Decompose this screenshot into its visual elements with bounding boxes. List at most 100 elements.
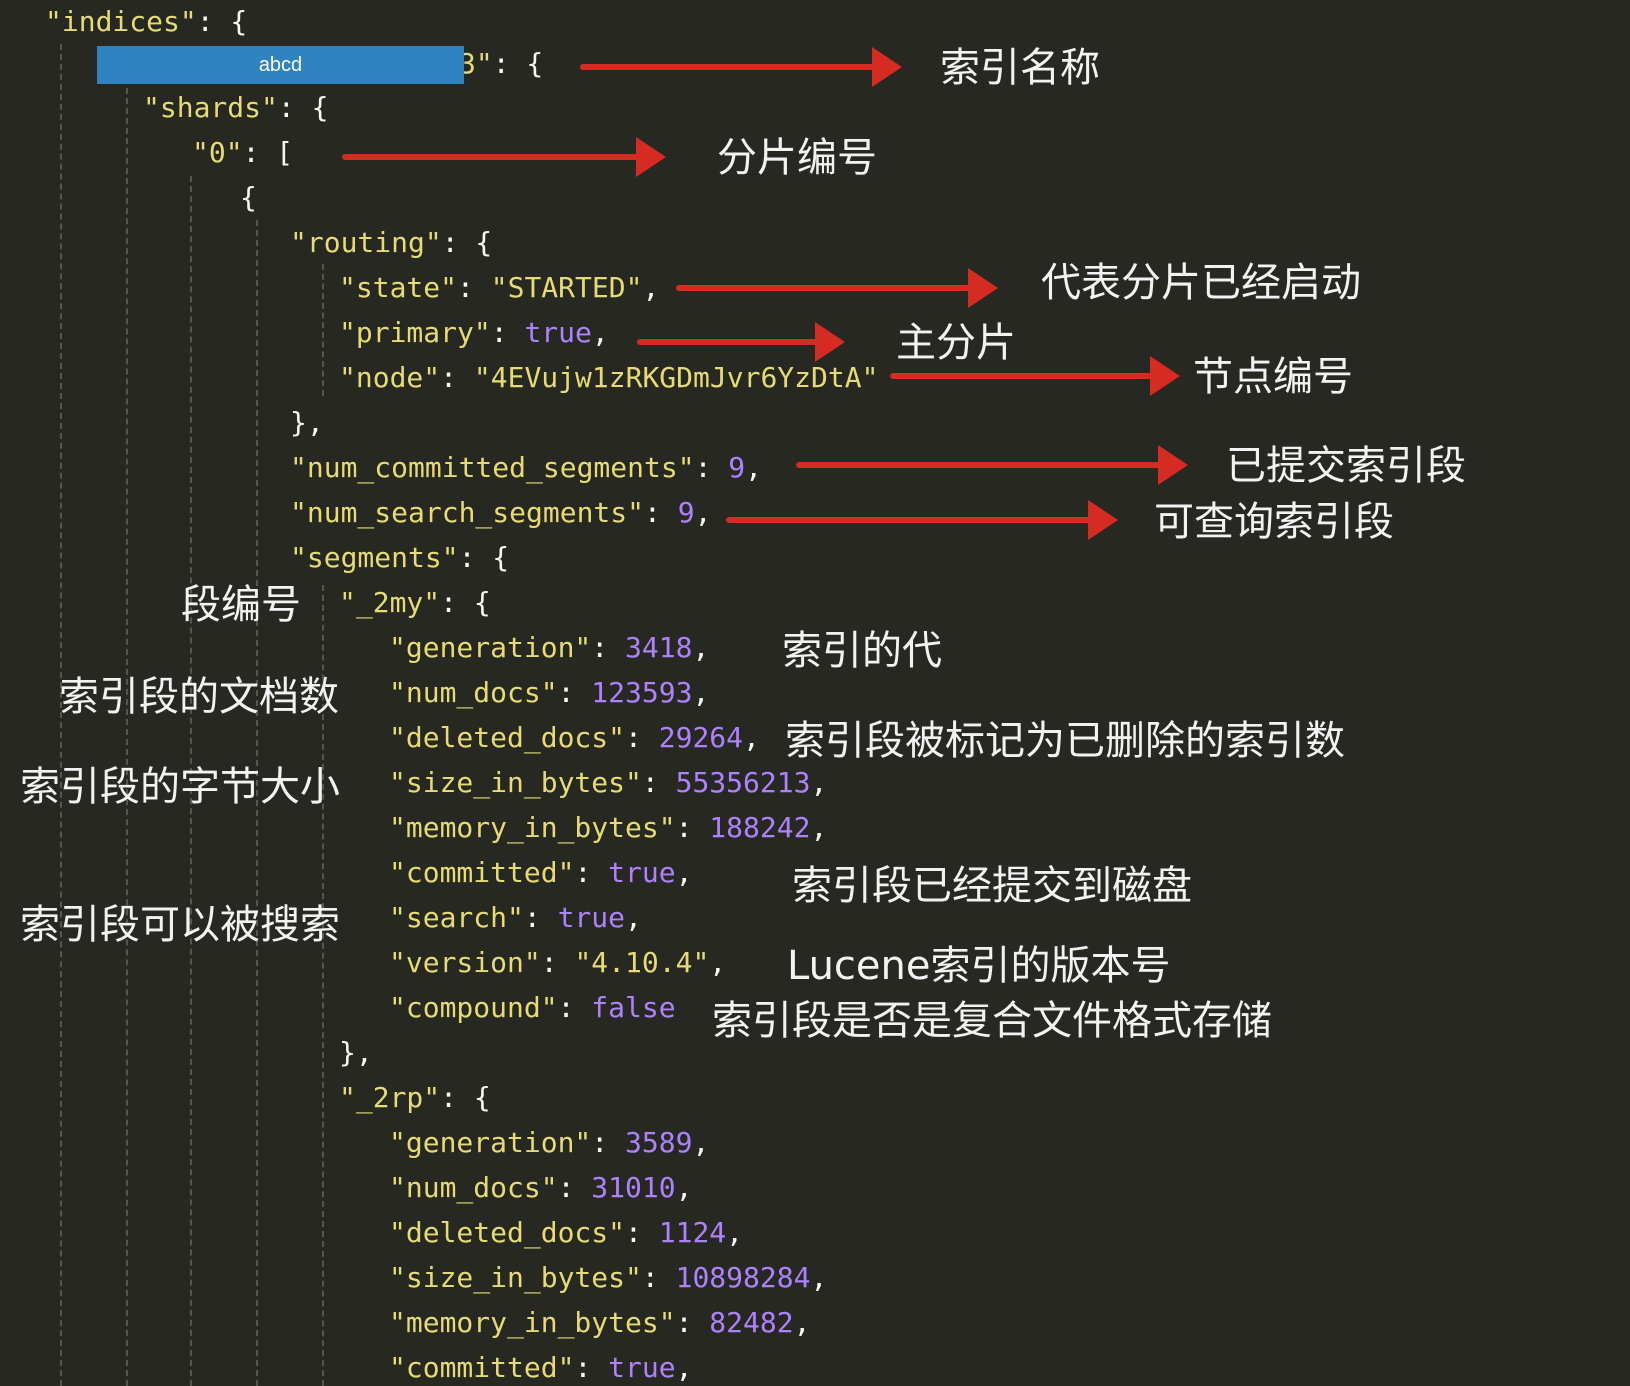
code-token: "state" xyxy=(339,271,458,304)
code-token: : xyxy=(557,676,592,709)
code-line-open-brace: { xyxy=(240,176,257,220)
code-token: "deleted_docs" xyxy=(389,1216,626,1249)
arrow-shard-number xyxy=(342,135,666,179)
code-line-deleted-docs: "deleted_docs": 1124, xyxy=(389,1211,743,1255)
code-token: , xyxy=(692,1126,710,1159)
code-line-num-search-segments: "num_search_segments": 9, xyxy=(290,491,711,535)
code-token: true xyxy=(608,856,676,889)
code-line-memory-in-bytes: "memory_in_bytes": 188242, xyxy=(389,806,827,850)
code-token: "compound" xyxy=(389,991,558,1024)
code-line-indices: "indices": { xyxy=(45,0,247,44)
code-token: "num_committed_segments" xyxy=(290,451,695,484)
code-line-search: "search": true, xyxy=(389,896,642,940)
note-size-bytes: 索引段的字节大小 xyxy=(20,764,340,810)
code-token: , xyxy=(675,1171,693,1204)
code-token: , xyxy=(675,1351,693,1384)
code-token: , xyxy=(810,766,828,799)
arrow-node xyxy=(890,354,1180,398)
code-line-index-name: 3": { xyxy=(459,42,543,86)
note-searchable: 索引段可以被搜索 xyxy=(20,902,340,948)
code-line-routing-close: }, xyxy=(290,401,324,445)
code-token: "deleted_docs" xyxy=(389,721,626,754)
code-token: true xyxy=(608,1351,676,1384)
note-lucene-version: Lucene索引的版本号 xyxy=(787,943,1171,989)
code-token: "memory_in_bytes" xyxy=(389,1306,676,1339)
code-token: "STARTED" xyxy=(490,271,643,304)
code-token: : { xyxy=(441,226,493,259)
code-token: : xyxy=(591,631,626,664)
code-line-committed: "committed": true, xyxy=(389,851,692,895)
note-segment-number: 段编号 xyxy=(181,582,301,628)
code-token: "size_in_bytes" xyxy=(389,766,642,799)
code-token: : xyxy=(557,1171,592,1204)
code-token: : { xyxy=(277,91,329,124)
note-compound-format: 索引段是否是复合文件格式存储 xyxy=(712,998,1272,1044)
note-index-name: 索引名称 xyxy=(940,45,1100,91)
note-deleted-docs: 索引段被标记为已删除的索引数 xyxy=(785,718,1345,764)
code-token: "routing" xyxy=(290,226,442,259)
code-token: "0" xyxy=(192,136,243,169)
code-token: "segments" xyxy=(290,541,459,574)
indent-guide xyxy=(60,44,62,1386)
code-token: "search" xyxy=(389,901,524,934)
code-line-segment-close: }, xyxy=(339,1031,373,1075)
code-token: : xyxy=(644,496,678,529)
indent-guide xyxy=(126,88,128,1386)
code-token: 9 xyxy=(728,451,746,484)
indent-guide xyxy=(190,176,192,1386)
code-token: "committed" xyxy=(389,856,575,889)
note-generation: 索引的代 xyxy=(782,628,942,674)
code-token: 31010 xyxy=(591,1171,676,1204)
code-token: 55356213 xyxy=(675,766,811,799)
note-committed-segments: 已提交索引段 xyxy=(1226,443,1466,489)
code-token: false xyxy=(591,991,676,1024)
code-line-segment-2rp: "_2rp": { xyxy=(339,1076,491,1120)
code-token: "4EVujw1zRKGDmJvr6YzDtA" xyxy=(473,361,879,394)
code-line-compound: "compound": false xyxy=(389,986,676,1030)
code-token: }, xyxy=(339,1036,373,1069)
indent-guide xyxy=(322,264,324,396)
code-token: , xyxy=(692,631,710,664)
code-token: : xyxy=(574,1351,609,1384)
indent-guide xyxy=(256,220,258,1386)
code-token: 10898284 xyxy=(675,1261,811,1294)
code-token: "generation" xyxy=(389,631,592,664)
code-token: "generation" xyxy=(389,1126,592,1159)
code-token: "memory_in_bytes" xyxy=(389,811,676,844)
code-line-size-in-bytes: "size_in_bytes": 55356213, xyxy=(389,761,827,805)
code-token: , xyxy=(793,1306,811,1339)
code-line-shard-0: "0": [ xyxy=(192,131,293,175)
code-token: 1124 xyxy=(658,1216,727,1249)
code-token: : xyxy=(440,361,474,394)
code-line-deleted-docs: "deleted_docs": 29264, xyxy=(389,716,760,760)
code-token: : xyxy=(574,856,609,889)
code-token: , xyxy=(625,901,642,934)
indent-guide xyxy=(322,585,324,1386)
code-token: 82482 xyxy=(709,1306,794,1339)
code-token: { xyxy=(240,181,257,214)
code-token: : xyxy=(675,1306,710,1339)
code-token: , xyxy=(726,1216,744,1249)
code-token: : xyxy=(557,991,592,1024)
code-line-size-in-bytes: "size_in_bytes": 10898284, xyxy=(389,1256,827,1300)
note-doc-count: 索引段的文档数 xyxy=(59,674,339,720)
code-token: : { xyxy=(458,541,510,574)
note-shard-started: 代表分片已经启动 xyxy=(1041,260,1361,306)
code-token: 188242 xyxy=(709,811,811,844)
code-line-node: "node": "4EVujw1zRKGDmJvr6YzDtA" xyxy=(339,356,878,400)
code-line-num-docs: "num_docs": 31010, xyxy=(389,1166,692,1210)
note-searchable-segments: 可查询索引段 xyxy=(1154,499,1394,545)
code-token: , xyxy=(810,811,828,844)
code-token: , xyxy=(745,451,763,484)
code-line-version: "version": "4.10.4", xyxy=(389,941,726,985)
code-line-state: "state": "STARTED", xyxy=(339,266,659,310)
code-token: : xyxy=(523,901,558,934)
note-primary-shard: 主分片 xyxy=(896,320,1016,366)
code-token: 3589 xyxy=(625,1126,693,1159)
arrow-primary xyxy=(637,320,845,364)
code-line-num-committed-segments: "num_committed_segments": 9, xyxy=(290,446,762,490)
arrow-shard-started xyxy=(676,266,998,310)
code-token: 123593 xyxy=(591,676,693,709)
code-token: true xyxy=(524,316,592,349)
